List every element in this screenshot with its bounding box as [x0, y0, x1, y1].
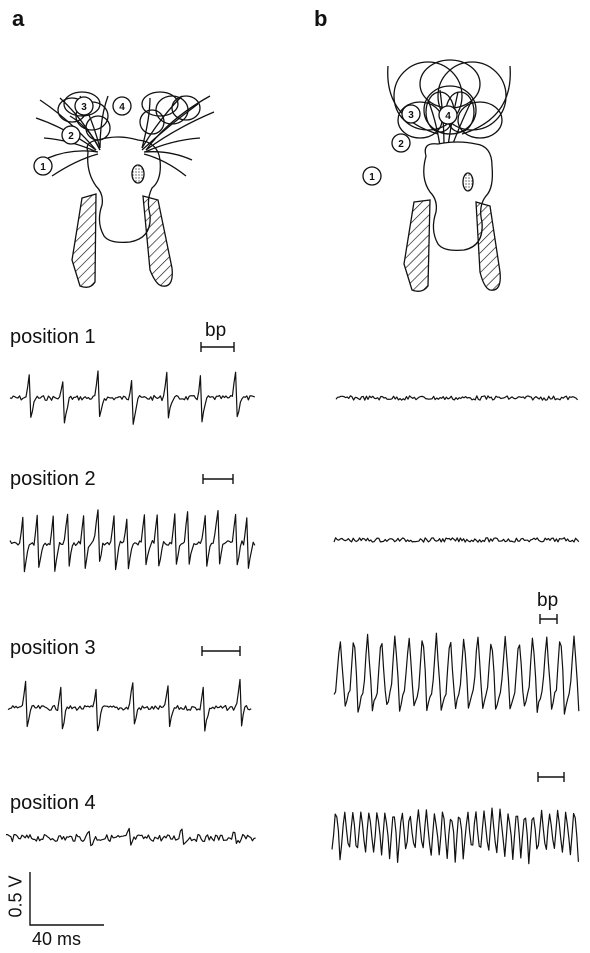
eye-icon	[132, 165, 144, 183]
bp-bracket-2a	[203, 474, 233, 484]
bp-bracket-3b	[540, 614, 557, 624]
marker-3-label: 3	[81, 102, 87, 113]
marker-1-label: 1	[40, 162, 46, 173]
trace-a-position-4	[6, 828, 256, 845]
hatched-wing-right-b	[476, 202, 500, 290]
bp-brackets	[201, 342, 564, 782]
bp-bracket-1a	[201, 342, 234, 352]
hatched-wing-left	[72, 194, 96, 287]
diagram-a	[34, 92, 214, 287]
trace-b-position-3	[334, 633, 579, 714]
trace-b-position-4	[332, 808, 578, 864]
scale-bar	[30, 872, 104, 925]
position-2-label: position 2	[10, 468, 96, 491]
trace-a-position-2	[10, 510, 255, 572]
marker-4-label: 4	[119, 102, 125, 113]
marker-4-b-label: 4	[445, 111, 451, 122]
marker-2-b-label: 2	[398, 139, 404, 150]
scale-voltage-label: 0.5 V	[6, 867, 27, 927]
bp-label-b: bp	[537, 590, 558, 612]
position-4-label: position 4	[10, 792, 96, 815]
bp-bracket-4b	[538, 772, 564, 782]
hatched-wing-left-b	[404, 200, 430, 291]
trace-a-position-3	[8, 680, 251, 732]
trace-b-position-1	[336, 396, 578, 400]
trace-b-position-2	[334, 538, 579, 542]
scale-time-label: 40 ms	[32, 929, 81, 950]
position-1-label: position 1	[10, 326, 96, 349]
marker-3-b-label: 3	[408, 110, 414, 121]
marker-1-b-label: 1	[369, 172, 375, 183]
position-3-label: position 3	[10, 637, 96, 660]
diagram-b	[363, 60, 510, 291]
bp-bracket-3a	[202, 646, 240, 656]
hatched-wing-right	[143, 196, 172, 286]
bp-label-a: bp	[205, 320, 226, 342]
trace-a-position-1	[10, 371, 255, 424]
eye-icon-b	[463, 173, 473, 191]
marker-2-label: 2	[68, 131, 74, 142]
